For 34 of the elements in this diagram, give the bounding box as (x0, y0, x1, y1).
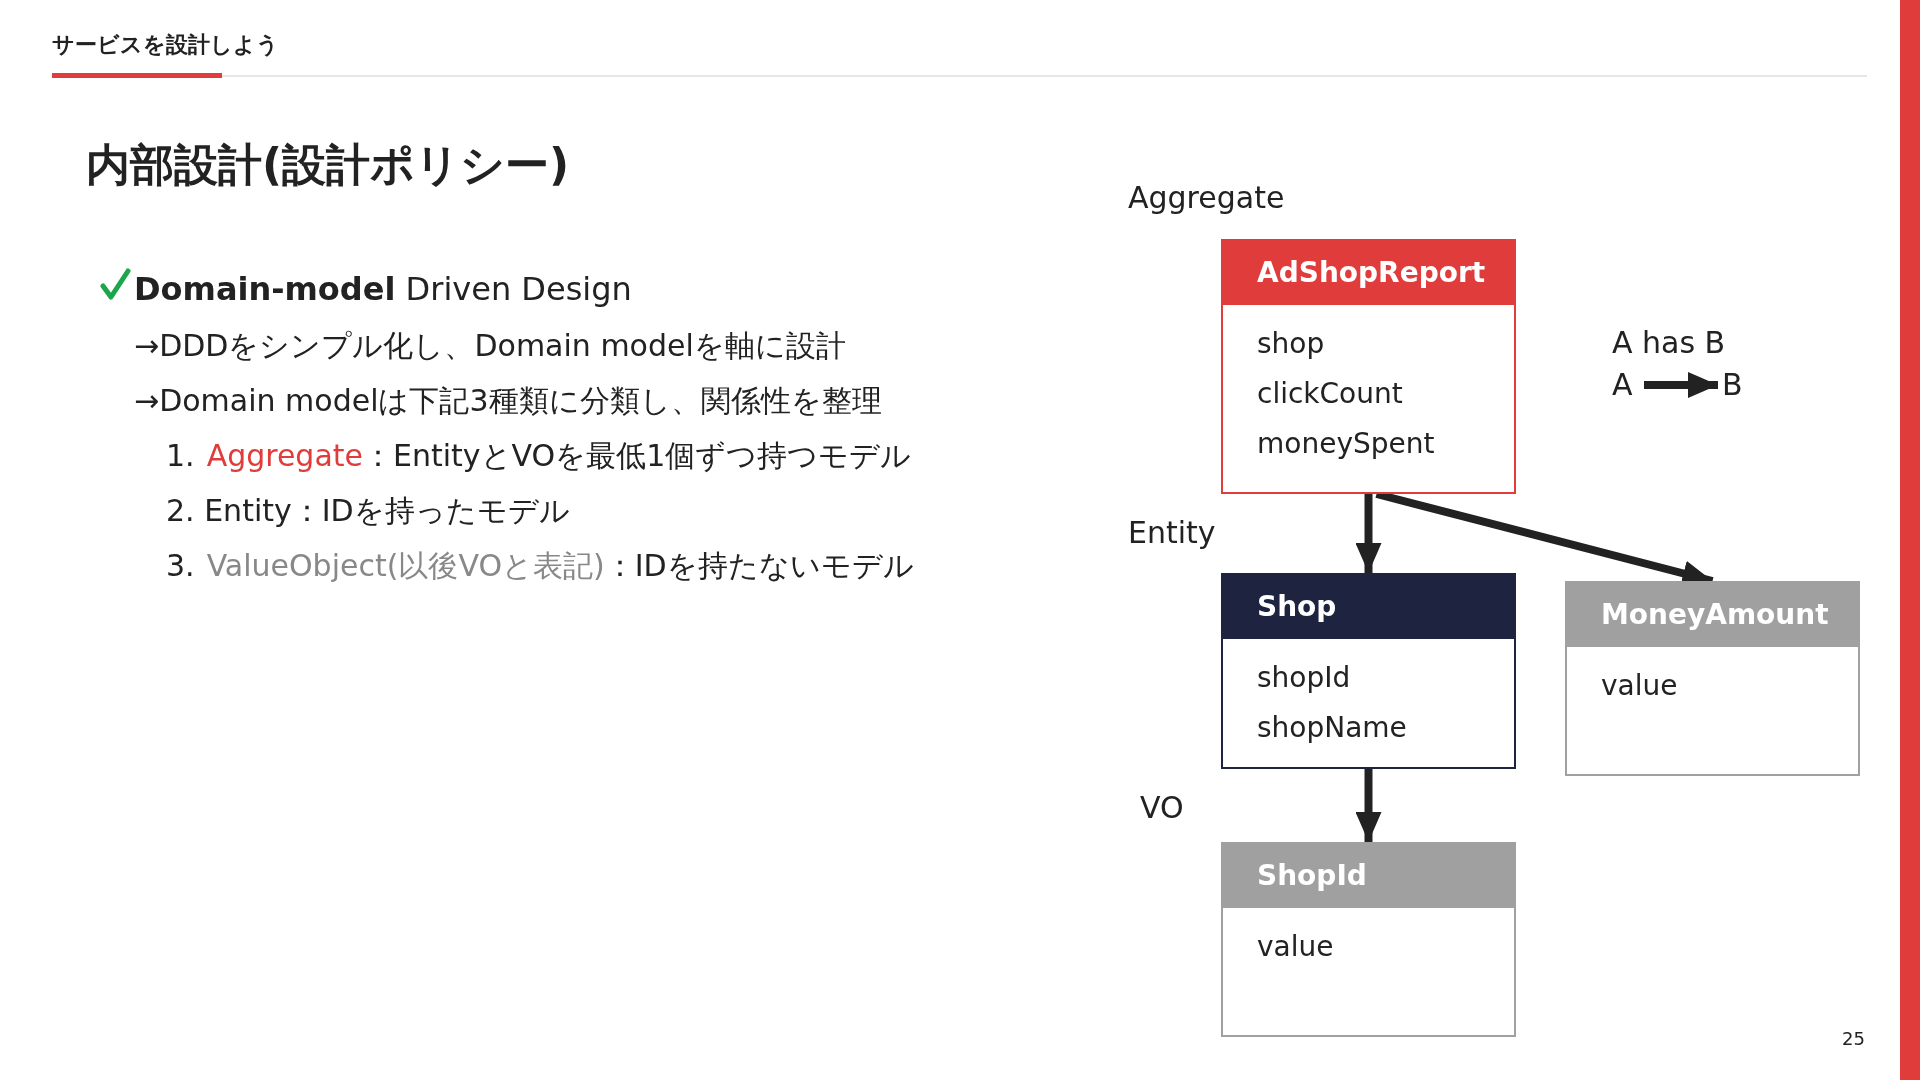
aggregate-box (1221, 239, 1516, 494)
box-header: MoneyAmount (1567, 583, 1858, 647)
layer-label: Aggregate (1128, 180, 1285, 215)
box-header: AdShopReport (1223, 241, 1514, 305)
list-number: 3. (166, 548, 195, 583)
bullet-text: ValueObject(以後VOと表記) (206, 547, 605, 585)
layer-label: VO (1140, 790, 1184, 825)
legend-text: A has B (1612, 325, 1726, 360)
entity-box (1221, 573, 1516, 769)
section-heading: サービスを設計しよう (52, 31, 279, 59)
field-name: moneySpent (1257, 426, 1435, 462)
value-object-box (1221, 842, 1516, 1037)
bullet-text: →DDDをシンプル化し、Domain modelを軸に設計 (134, 327, 846, 365)
bullet-text: 2. Entity：IDを持ったモデル (166, 492, 570, 530)
slide-title: 内部設計(設計ポリシー) (86, 138, 570, 192)
field-name: shopName (1257, 710, 1407, 746)
bullet-text: Aggregate (206, 438, 363, 473)
page-number: 25 (1842, 1028, 1865, 1049)
bullet-text: Domain-model Driven Design (134, 270, 632, 308)
field-name: shop (1257, 326, 1325, 362)
box-header: Shop (1223, 575, 1514, 639)
bullet-text: ：IDを持たないモデル (604, 547, 914, 585)
arrow (1355, 494, 1382, 573)
value-object-box (1565, 581, 1860, 776)
box-header: ShopId (1223, 844, 1514, 908)
bullet-text: →Domain modelは下記3種類に分類し、関係性を整理 (134, 382, 882, 420)
field-name: value (1257, 929, 1334, 965)
field-name: clickCount (1257, 376, 1403, 412)
arrow (1355, 769, 1382, 842)
field-name: shopId (1257, 660, 1351, 696)
field-name: value (1601, 668, 1678, 704)
layer-label: Entity (1128, 515, 1216, 550)
list-number: 1. (166, 438, 195, 473)
bullet-text: ：EntityとVOを最低1個ずつ持つモデル (363, 437, 912, 475)
